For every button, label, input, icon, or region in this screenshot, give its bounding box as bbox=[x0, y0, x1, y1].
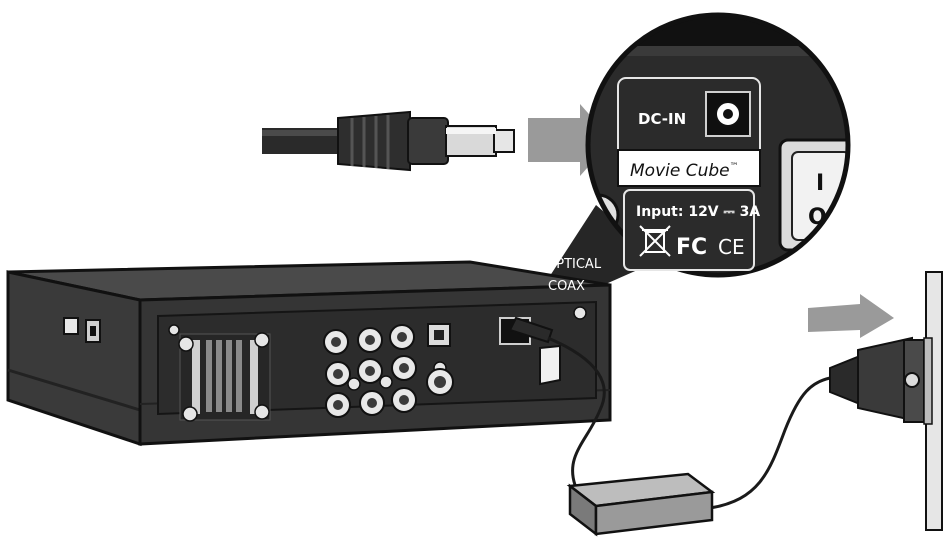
coax-label: COAX bbox=[548, 279, 585, 294]
brand-label: Movie Cube™ bbox=[630, 161, 739, 181]
zoom-callout bbox=[585, 12, 851, 278]
dc-plug-icon bbox=[262, 110, 515, 172]
fcc-mark: FC bbox=[676, 235, 707, 260]
brand-name: Movie Cube bbox=[630, 161, 730, 181]
power-adapter-icon bbox=[566, 472, 716, 537]
ac-cable bbox=[709, 376, 831, 510]
trademark-sign: ™ bbox=[730, 162, 739, 172]
vent-grille bbox=[179, 333, 271, 421]
switch-off-label: O bbox=[808, 205, 827, 230]
dc-cable bbox=[547, 336, 606, 486]
switch-on-label: I bbox=[816, 171, 824, 196]
screws bbox=[168, 306, 587, 422]
optical-label: OPTICAL bbox=[546, 257, 602, 272]
weee-bin-icon bbox=[639, 225, 671, 257]
dc-in-label: DC-IN bbox=[638, 110, 686, 128]
arrow-right-icon bbox=[808, 294, 894, 338]
device-movie-cube bbox=[6, 260, 612, 447]
ce-mark: CE bbox=[718, 235, 745, 259]
power-plug-icon bbox=[829, 336, 925, 423]
input-rating-label: Input: 12V ⎓ 3A bbox=[636, 204, 760, 220]
wall-outlet bbox=[923, 271, 943, 531]
